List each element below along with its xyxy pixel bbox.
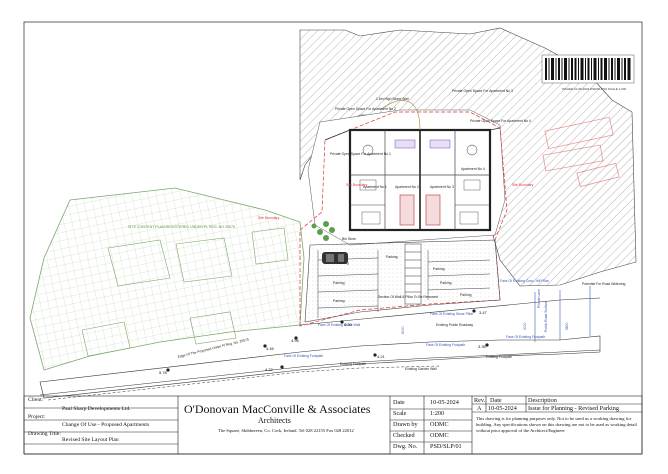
- drawn-label: Drawn by: [393, 421, 418, 428]
- dim-3-36: 3.36: [478, 344, 487, 349]
- barcode: [541, 54, 635, 84]
- garden-wall-line: [47, 365, 441, 401]
- label-garden-wall: Existing Garden Wall: [405, 367, 437, 371]
- label-apartment-1: Apartment No 1: [363, 185, 387, 189]
- label-face-footpath-2: Face Of Existing Footpath: [426, 343, 465, 347]
- parking-area: [304, 239, 501, 323]
- title-block-frame: [23, 395, 643, 455]
- label-private-lane: Private Lane: [537, 289, 541, 308]
- label-parking-2: Parking: [333, 281, 345, 285]
- label-parking-6: Parking: [460, 293, 472, 297]
- label-face-stone-wall: Face Of Existing Stone Wall: [318, 323, 360, 327]
- firm-name: O'Donovan MacConville & Associates: [184, 402, 371, 416]
- planning-note: This drawing is for planning purposes on…: [476, 416, 637, 433]
- drawing-title-label: Drawing Title:: [28, 431, 61, 437]
- public-road: [39, 335, 601, 399]
- label-parking-5: Parking: [440, 281, 452, 285]
- label-private-open-3: Private Open Space For Apartment No 3: [452, 89, 513, 93]
- label-footpath-2: Existing Footpath: [486, 355, 512, 359]
- label-parking-4: Parking: [433, 267, 445, 271]
- rev-label: Rev.: [474, 397, 486, 404]
- label-footpath-1: Existing Footpath: [340, 362, 366, 366]
- tree-icons: [311, 221, 335, 241]
- road-edge: [39, 349, 601, 396]
- rev-letter: A: [477, 405, 482, 412]
- dim-4-21: 4.21: [377, 354, 386, 359]
- dwg-value: PSD/SLP/01: [430, 443, 462, 450]
- label-face-footpath-3: Face Of Existing Footpath: [506, 335, 545, 339]
- dim-4-30: 4.30: [344, 322, 353, 327]
- label-face-stone-pillar: Face Of Existing Stone Pillar: [430, 312, 474, 316]
- label-private-open-2: Private Open Space For Apartment No 2: [335, 107, 396, 111]
- label-site-boundary-2: Site Boundary: [258, 216, 280, 220]
- date-label: Date: [393, 399, 405, 406]
- label-stone-wall: 1.8m High Stone Wall: [376, 97, 409, 101]
- label-face-footpath-1: Face Of Existing Footpath: [284, 354, 323, 358]
- rev-date-label: Date: [490, 397, 502, 404]
- dim-4-22: 4.22: [265, 367, 274, 372]
- setback-lines: [534, 286, 591, 342]
- label-apartment-2: Apartment No 2: [395, 185, 419, 189]
- dim-4-45: 4.45: [266, 346, 275, 351]
- project-value: Change Of Use - Proposed Apartments: [62, 422, 150, 428]
- dim-5-78: 5.78: [159, 370, 168, 375]
- dwg-label: Dwg. No.: [393, 443, 418, 450]
- dim-6000: 6000: [401, 326, 405, 334]
- level-markers: [166, 309, 489, 372]
- label-parking-7: Parking: [386, 255, 398, 259]
- car-icon: [322, 252, 348, 264]
- scale-value: 1:200: [430, 410, 445, 417]
- project-label: Project:: [28, 414, 46, 420]
- drawing-title-value: Revised Site Layout Plan: [62, 437, 119, 443]
- label-bin-store: Bin Store: [342, 237, 356, 241]
- label-parking-3: Parking: [333, 299, 345, 303]
- label-site-boundary-3: Site Boundary: [512, 183, 534, 187]
- label-site-boundary-1: Site Boundary: [346, 183, 368, 187]
- drawn-value: ODMC: [430, 421, 449, 428]
- boundary-wall: [324, 129, 351, 141]
- label-face-conc-pillar: Face Of Existing Conc. Hill Pillar: [500, 279, 550, 283]
- apartment-building: [348, 128, 492, 232]
- label-private-open-1: Private Open Space For Apartment No 1: [330, 152, 391, 156]
- planning-stamps: [542, 116, 620, 188]
- dim-5800: 5800: [565, 322, 569, 330]
- checked-value: ODMC: [430, 432, 449, 439]
- label-potential-road: Potential For Road Widening: [582, 282, 625, 286]
- pathway-curve: [379, 100, 421, 131]
- access-steps: [404, 243, 422, 305]
- label-section-wall: Section Of Wall & Pillar To Be Removed: [378, 295, 438, 299]
- label-parking-1: Parking: [337, 261, 349, 265]
- description-label: Description: [528, 397, 557, 404]
- dim-3000: 3000: [523, 322, 527, 330]
- firm-subtitle: Architects: [258, 416, 291, 425]
- label-public-road: Public Road Surface: [544, 301, 548, 332]
- client-label: Client:: [28, 397, 44, 403]
- label-apartment-3: Apartment No 3: [430, 185, 454, 189]
- registry-plots: [81, 227, 289, 357]
- date-value: 10-05-2024: [430, 399, 459, 406]
- label-apartment-4: Apartment No 4: [461, 167, 485, 171]
- checked-label: Checked: [393, 432, 415, 439]
- barcode-caption: ISSUED 10-05-2024 PSD/SLP/01 SCALE 1:200: [562, 87, 626, 91]
- label-existing-roadway: Existing Public Roadway: [436, 323, 473, 327]
- land-registry-area: [29, 187, 305, 371]
- label-private-open-4: Private Open Space For Apartment No 4: [470, 119, 531, 123]
- firm-address: The Square, Skibbereen, Co. Cork, Irelan…: [218, 428, 354, 433]
- rev-description: Issue for Planning - Revised Parking: [528, 405, 619, 412]
- label-land-registry: SITE CONTENT PLAN REGISTERED UNDER FL RE…: [128, 225, 235, 229]
- dim-4-95: 4.95: [291, 338, 300, 343]
- boundary-wall: [489, 127, 501, 131]
- dim-3-47: 3.47: [479, 310, 488, 315]
- rev-date: 10-05-2024: [488, 405, 517, 412]
- client-value: Paul Sharp Developments Ltd.: [62, 406, 131, 412]
- scale-label: Scale: [393, 410, 407, 417]
